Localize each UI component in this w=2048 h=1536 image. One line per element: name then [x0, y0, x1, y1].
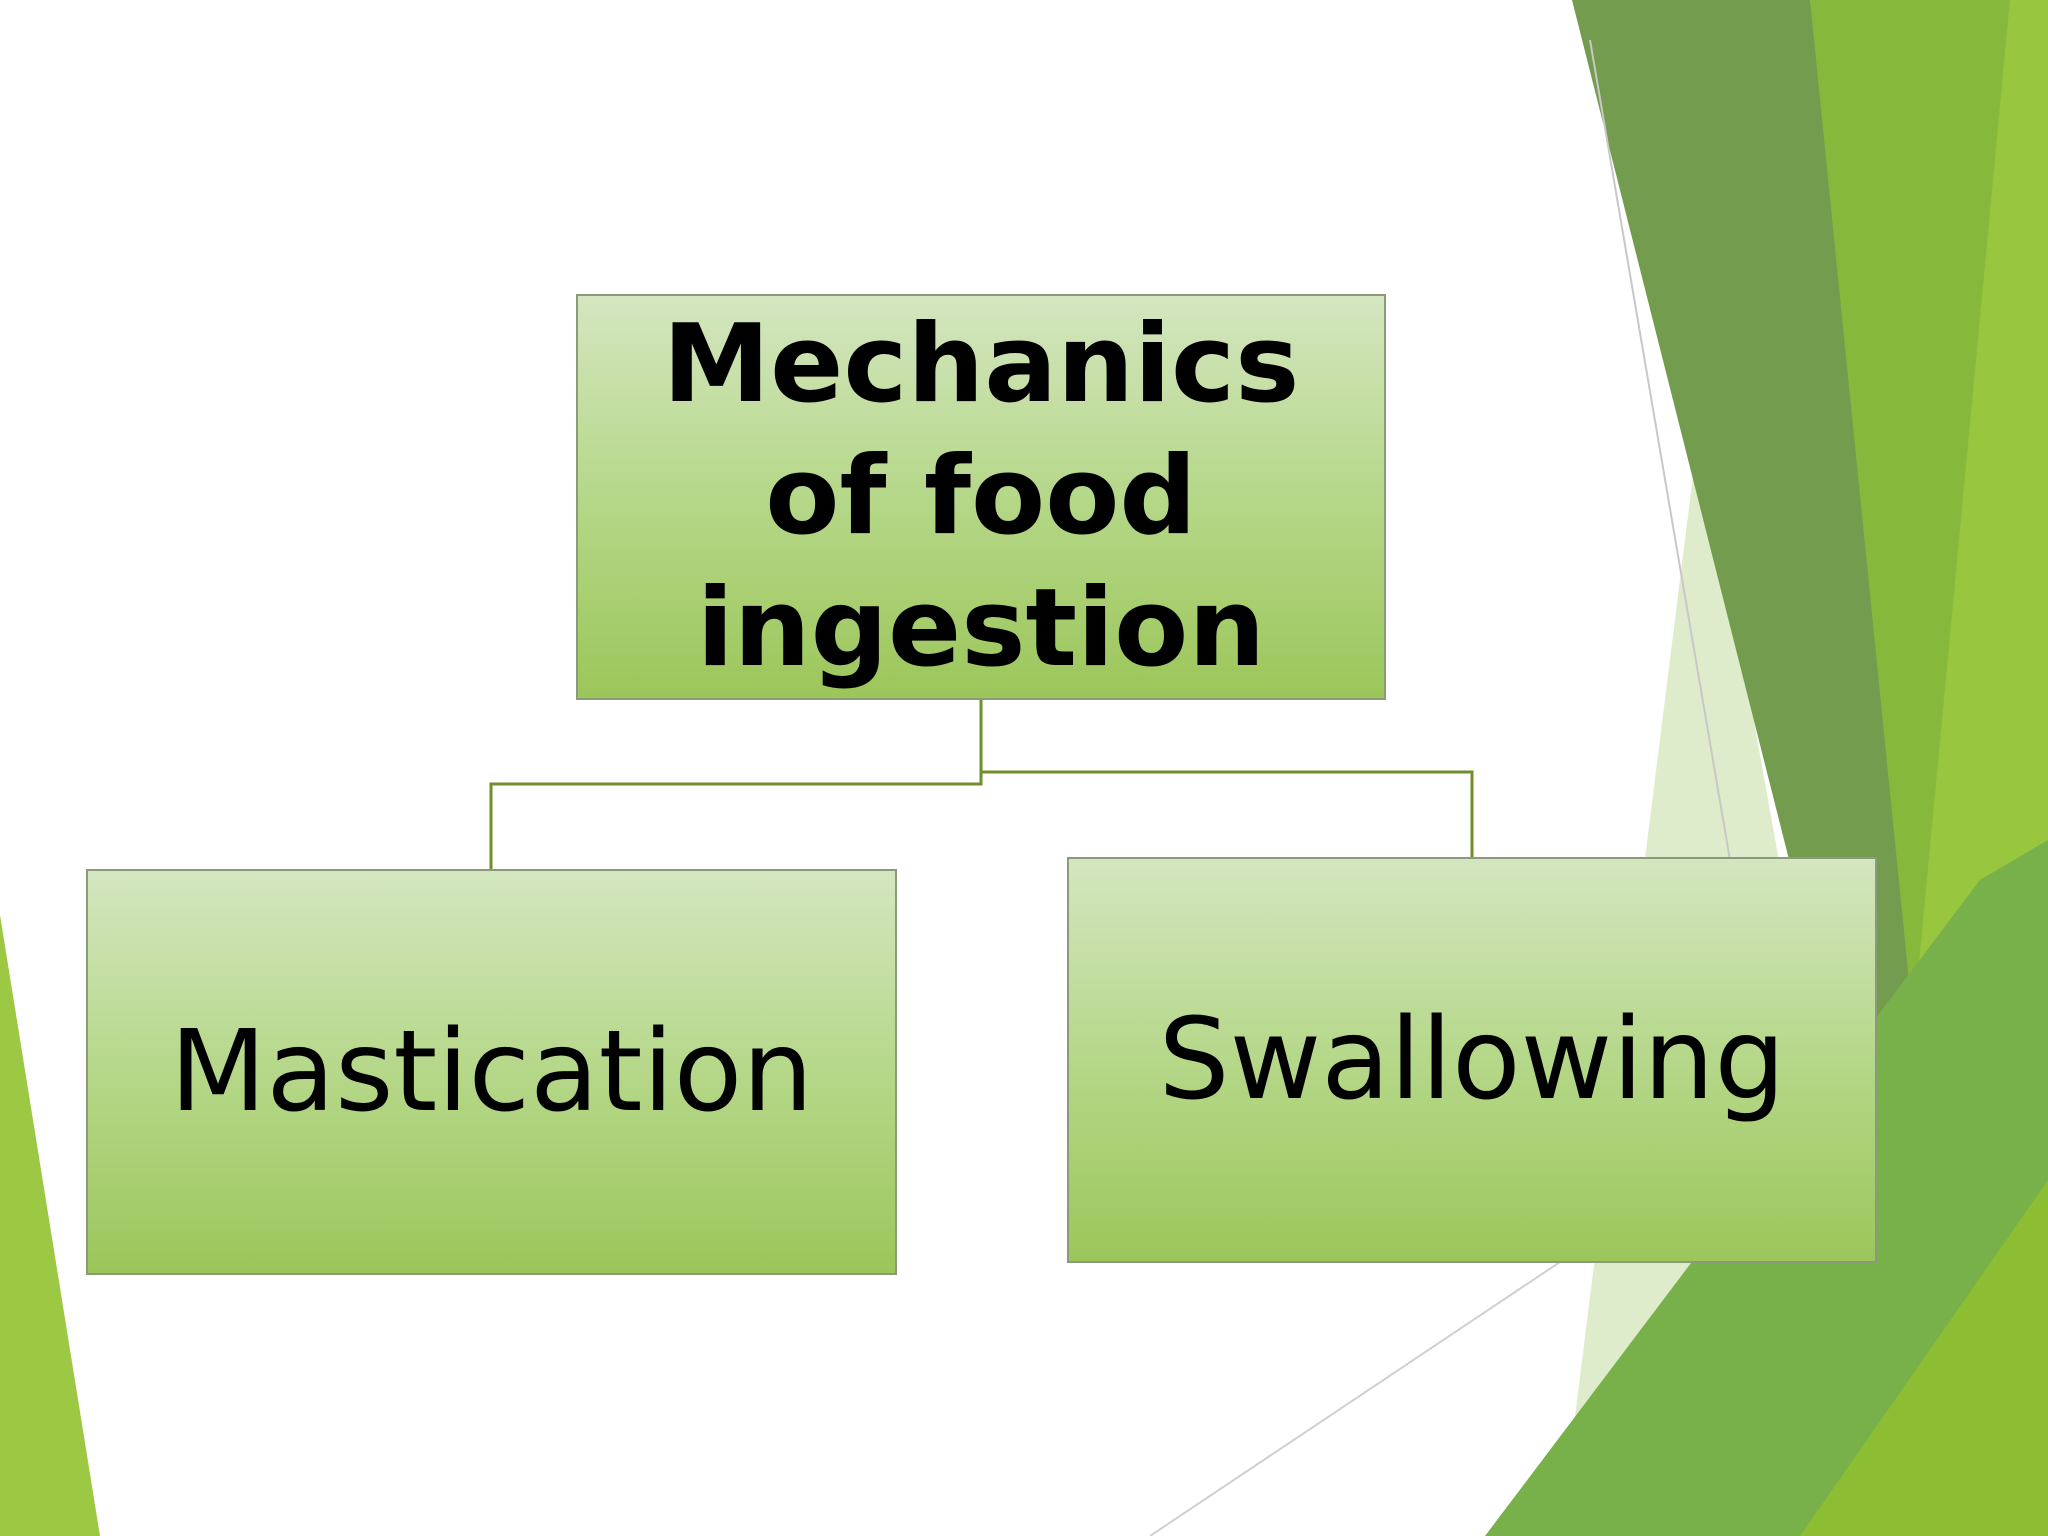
decor-shape-dark [1572, 0, 1985, 1220]
child-node-mastication: Mastication [86, 869, 897, 1275]
child-node-label: Swallowing [1158, 995, 1786, 1125]
root-node: Mechanics of food ingestion [576, 294, 1386, 700]
root-node-label: Mechanics of food ingestion [662, 302, 1300, 691]
child-node-swallowing: Swallowing [1067, 857, 1877, 1263]
decor-shape-bottom-right [1800, 1180, 2048, 1536]
decor-shape-left [0, 915, 100, 1536]
decor-thin-line [1589, 39, 1731, 861]
decor-thin-line [1149, 1261, 1561, 1536]
child-node-label: Mastication [169, 1007, 814, 1137]
